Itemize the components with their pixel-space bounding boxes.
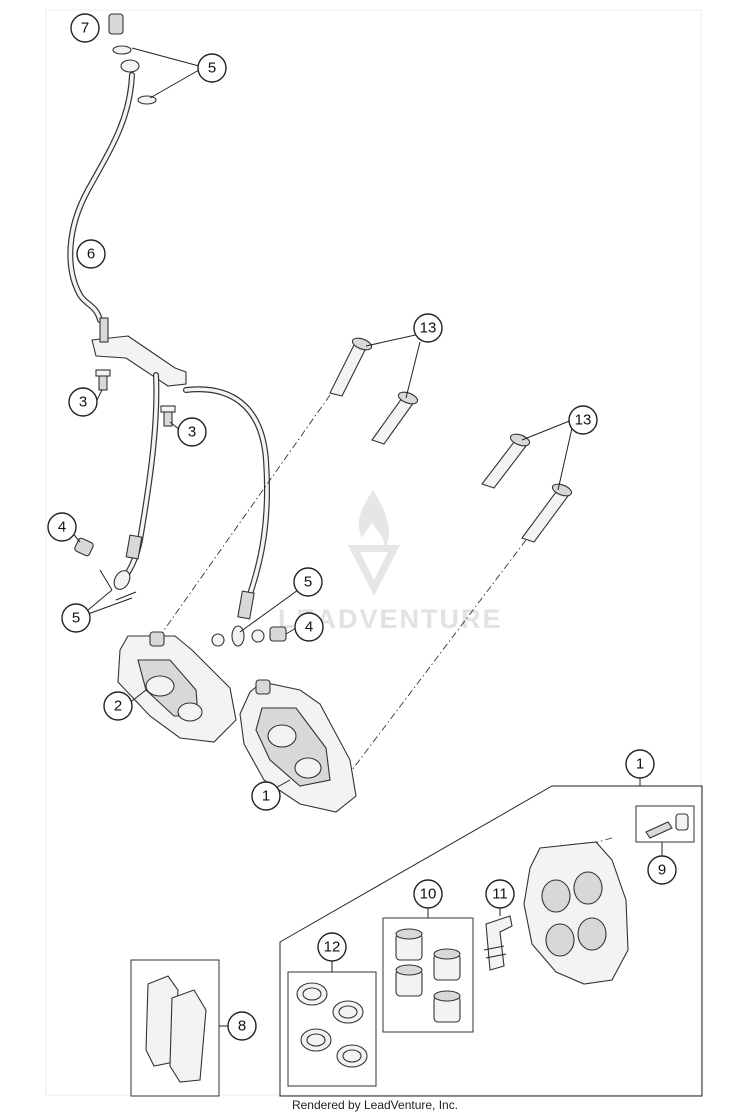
piston-parts [395, 928, 461, 1023]
bolt-head-part [95, 369, 111, 377]
callout-13-lower[interactable]: 13 [568, 405, 598, 435]
svg-text:1: 1 [262, 788, 270, 805]
assembly-axis-line [351, 539, 527, 771]
leadventure-flame-icon [358, 490, 390, 548]
callout-1-caliper[interactable]: 1 [251, 781, 281, 811]
svg-text:13: 13 [575, 412, 592, 429]
svg-text:4: 4 [58, 519, 66, 536]
bolt-parts [95, 369, 176, 427]
splitter-pipe-part [99, 317, 109, 343]
caliper-kit-part [523, 841, 629, 985]
banjo-fitting-part [231, 625, 245, 647]
svg-text:3: 3 [188, 424, 196, 441]
banjo-fitting-part [120, 59, 140, 73]
svg-text:12: 12 [324, 939, 341, 956]
assembly-axis-line [149, 394, 331, 651]
svg-text:9: 9 [658, 862, 666, 879]
callout-9[interactable]: 9 [647, 855, 677, 885]
bleeder-cap-part [108, 13, 124, 35]
callout-3-left[interactable]: 3 [68, 387, 98, 417]
splitter-block-part [91, 335, 187, 387]
seal-ring-parts [296, 982, 368, 1068]
svg-text:6: 6 [87, 246, 95, 263]
callout-2[interactable]: 2 [103, 691, 133, 721]
hose-crimp-part [125, 534, 143, 560]
svg-text:5: 5 [208, 60, 216, 77]
callout-3-right[interactable]: 3 [177, 417, 207, 447]
caliper-kit-outline [279, 785, 703, 1097]
brake-caliper-left-part [117, 631, 237, 743]
svg-text:7: 7 [81, 20, 89, 37]
brake-caliper-right-part [239, 679, 357, 813]
pad-spring-detail [483, 945, 507, 959]
hose-crimp-part [237, 590, 255, 620]
brake-line-assembly [67, 13, 287, 647]
callout-10[interactable]: 10 [413, 879, 443, 909]
svg-text:4: 4 [305, 619, 313, 636]
callout-11[interactable]: 11 [485, 879, 515, 909]
svg-text:8: 8 [238, 1018, 246, 1035]
svg-text:11: 11 [492, 886, 508, 903]
callout-4-left[interactable]: 4 [47, 512, 77, 542]
svg-text:5: 5 [72, 610, 80, 627]
guide-pin-parts [329, 337, 573, 543]
callout-1-kit[interactable]: 1 [625, 749, 655, 779]
bleeder-cap-part [675, 813, 689, 831]
svg-text:5: 5 [304, 574, 312, 591]
banjo-fitting-part [113, 570, 131, 590]
svg-text:2: 2 [114, 698, 122, 715]
svg-text:1: 1 [636, 756, 644, 773]
callout-5-top[interactable]: 5 [197, 53, 227, 83]
banjo-bolt-part [269, 626, 287, 642]
callout-8[interactable]: 8 [227, 1011, 257, 1041]
callout-5-right[interactable]: 5 [293, 567, 323, 597]
washer-part [137, 95, 157, 105]
callout-13-upper[interactable]: 13 [413, 313, 443, 343]
banjo-bolt-part [74, 537, 94, 557]
washer-part [251, 629, 265, 643]
callout-5-left[interactable]: 5 [61, 603, 91, 633]
callout-6[interactable]: 6 [76, 239, 106, 269]
brake-pad-parts [145, 975, 207, 1083]
svg-text:10: 10 [420, 886, 437, 903]
leadventure-v-icon [348, 545, 400, 596]
washer-part [112, 45, 132, 55]
callout-4-right[interactable]: 4 [294, 612, 324, 642]
svg-text:3: 3 [79, 394, 87, 411]
callout-7[interactable]: 7 [70, 13, 100, 43]
callout-12[interactable]: 12 [317, 932, 347, 962]
washer-part [99, 569, 137, 601]
footer-credit: Rendered by LeadVenture, Inc. [291, 1098, 459, 1112]
bolt-head-part [160, 405, 176, 413]
washer-part [211, 633, 225, 647]
bleeder-screw-part [645, 821, 673, 839]
svg-text:13: 13 [420, 320, 437, 337]
